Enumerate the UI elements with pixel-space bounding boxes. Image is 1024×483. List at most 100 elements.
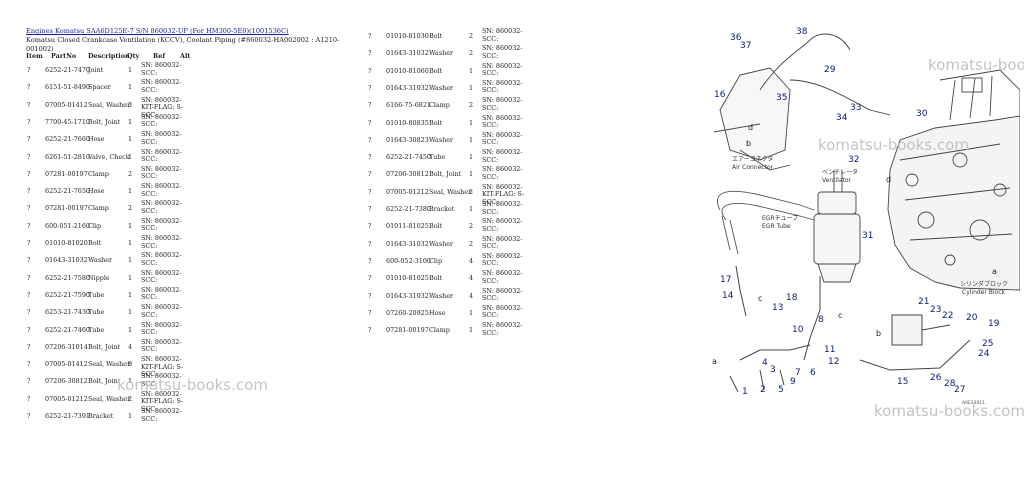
callout-38: 38	[796, 27, 808, 37]
watermark-top-right: komatsu-books.com	[928, 56, 1024, 74]
qty-cell: 1	[128, 83, 133, 92]
item-cell: ?	[27, 412, 31, 420]
callout-21: 21	[918, 297, 929, 307]
item-cell: ?	[27, 325, 31, 334]
item-cell: ?	[368, 135, 372, 144]
page-title: Komatsu Closed Crankcase Ventilation (KC…	[26, 36, 340, 53]
item-cell: ?	[27, 117, 31, 126]
partno-cell: 6252-21-7470	[45, 66, 90, 74]
callout-3: 3	[770, 365, 776, 375]
item-cell: ?	[368, 222, 372, 231]
callout-7: 7	[795, 368, 801, 378]
item-cell: ?	[27, 83, 31, 92]
remarks-cell: SN: 860032-SCC:	[141, 251, 182, 267]
remarks-cell: SN: 860032-SCC:	[141, 303, 182, 319]
remarks-cell: SN: 860032-SCC:	[141, 337, 182, 354]
description-cell: Clamp	[88, 204, 109, 213]
partno-cell: 01010-80835	[386, 118, 429, 127]
callout-9: 9	[790, 377, 796, 387]
description-cell: Washer	[429, 291, 454, 300]
air-connector-label: Air Connector	[732, 164, 774, 171]
item-cell: ?	[27, 394, 31, 403]
description-cell: Tube	[88, 290, 105, 299]
partno-cell: 01643-31032	[386, 49, 429, 58]
description-cell: Bracket	[429, 205, 455, 213]
callout-30: 30	[916, 109, 928, 119]
remarks-cell: SN: 860032-SCC:	[482, 27, 523, 43]
cylinder-block-drawing	[887, 69, 1020, 291]
connection-letter-a: a	[712, 357, 717, 366]
description-cell: Valve, Check	[88, 152, 130, 161]
remarks-cell: SN: 860032-SCC:	[482, 217, 523, 233]
item-cell: ?	[368, 308, 372, 317]
description-cell: Seal, Washer	[88, 394, 131, 403]
callout-6: 6	[810, 368, 816, 378]
remarks-cell: SN: 860032-SCC:	[141, 112, 182, 129]
remarks-cell: SN: 860032-SCC:	[141, 372, 182, 388]
callout-8: 8	[818, 315, 824, 325]
description-cell: Clamp	[88, 169, 109, 178]
remarks-cell: SN: 860032-SCC:	[141, 182, 182, 198]
partno-cell: 07005-01412	[45, 360, 88, 369]
connection-letter-a: a	[992, 267, 997, 276]
description-cell: Hose	[88, 135, 105, 144]
item-cell: ?	[368, 170, 372, 179]
partno-cell: 01643-31032	[386, 291, 429, 300]
qty-cell: 2	[469, 49, 474, 58]
item-cell: ?	[27, 308, 31, 317]
partno-cell: 07260-20925	[386, 308, 429, 317]
breadcrumb-link[interactable]: Engines Komatsu SAA6D125E-7 S/N 860032-U…	[26, 27, 289, 35]
ventilator-jp-label: ベンチレータ	[822, 168, 858, 176]
item-cell: ?	[27, 239, 31, 247]
callout-26: 26	[930, 373, 942, 383]
page-header: Engines Komatsu SAA6D125E-7 S/N 860032-U…	[26, 27, 356, 54]
cylinder-block-label: Cylinder Block	[962, 289, 1006, 296]
egr-tube-drawing	[717, 190, 815, 255]
item-cell: ?	[27, 221, 31, 230]
remarks-cell: SN: 860032-SCC:	[141, 147, 182, 164]
remarks-cell: SN: 860032-SCC:	[482, 96, 523, 112]
description-cell: Bolt	[429, 66, 443, 75]
callout-37: 37	[740, 41, 751, 51]
partno-cell: 01010-81060	[386, 66, 429, 75]
callout-36: 36	[730, 33, 742, 43]
partno-cell: 01643-31032	[45, 256, 88, 265]
ventilator-drawing	[813, 170, 861, 283]
description-cell: Bolt	[88, 239, 102, 247]
item-cell: ?	[27, 169, 31, 178]
qty-cell: 1	[128, 290, 133, 299]
callout-17: 17	[720, 275, 731, 285]
qty-cell: 4	[469, 291, 474, 300]
partno-cell: 01643-31032	[386, 83, 429, 92]
partno-cell: 07005-01412	[45, 100, 88, 109]
remarks-cell: SN: 860032-KIT-FLAG: S-SCC:	[141, 355, 184, 379]
item-cell: ?	[27, 152, 31, 161]
remarks-cell: SN: 860032-KIT-FLAG: S-SCC:	[141, 389, 184, 413]
partno-cell: 6252-21-7391	[45, 412, 90, 420]
remarks-cell: SN: 860032-SCC:	[141, 216, 182, 233]
item-cell: ?	[27, 342, 31, 351]
description-cell: Washer	[429, 49, 454, 58]
qty-cell: 1	[469, 66, 474, 75]
partno-cell: 07005-01212	[45, 394, 88, 403]
remarks-cell: SN: 860032-SCC:	[141, 268, 182, 285]
qty-cell: 1	[469, 205, 474, 213]
partno-cell: 6252-21-7460	[45, 325, 90, 334]
qty-cell: 3	[128, 100, 133, 109]
remarks-cell: SN: 860032-SCC:	[482, 130, 523, 147]
egr-tube-jp-label: EGRチューブ	[762, 214, 798, 222]
qty-cell: 1	[128, 221, 133, 230]
qty-cell: 2	[469, 32, 474, 40]
item-cell: ?	[27, 290, 31, 299]
description-cell: Tube	[88, 325, 105, 334]
partno-cell: 01643-30823	[386, 135, 429, 144]
description-cell: Washer	[429, 239, 454, 248]
partno-cell: 6166-75-6821	[386, 101, 431, 110]
partno-cell: 6151-51-8490	[45, 83, 90, 92]
figure-number: A6E33911	[962, 400, 985, 406]
description-cell: Seal, Washer	[88, 360, 131, 369]
description-cell: Tube	[88, 308, 105, 317]
connection-letter-b: b	[746, 139, 751, 148]
remarks-cell: SN: 860032-SCC:	[482, 148, 523, 164]
